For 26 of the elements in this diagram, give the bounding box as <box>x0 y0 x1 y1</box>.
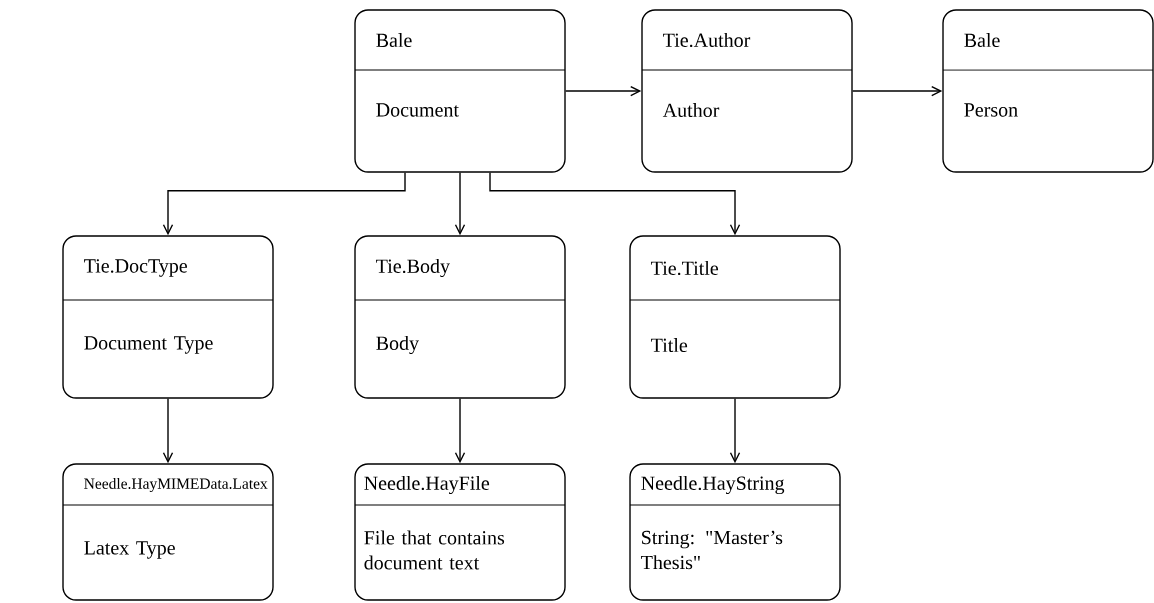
arrow <box>162 172 406 236</box>
class-label: Person <box>964 103 1018 117</box>
class-label: Body <box>376 335 419 355</box>
class-label: Document <box>376 103 459 117</box>
class-label: Document Type <box>84 336 213 354</box>
class-label: Title <box>651 337 688 353</box>
arrow <box>729 398 741 464</box>
class-name: Needle.HayMIMEData.Latex <box>84 477 268 493</box>
class-label: File that contains document text <box>364 530 505 570</box>
arrow <box>454 172 466 236</box>
class-name: Needle.HayFile <box>364 475 490 495</box>
arrow <box>162 398 174 464</box>
class-name: Tie.DocType <box>84 259 187 277</box>
class-name: Bale <box>376 32 412 48</box>
class-name: Bale <box>964 32 1000 48</box>
class-label: Author <box>662 102 720 118</box>
class-name: Tie.Title <box>651 260 719 276</box>
arrow <box>852 85 943 97</box>
arrow <box>565 85 642 97</box>
arrow <box>489 172 741 236</box>
class-name: Needle.HayString <box>641 475 785 495</box>
class-name: Tie.Body <box>376 258 450 278</box>
class-label: String: "Master’s Thesis" <box>641 530 783 570</box>
class-label: Latex Type <box>84 541 175 559</box>
class-name: Tie.Author <box>663 32 751 48</box>
arrow <box>454 398 466 464</box>
